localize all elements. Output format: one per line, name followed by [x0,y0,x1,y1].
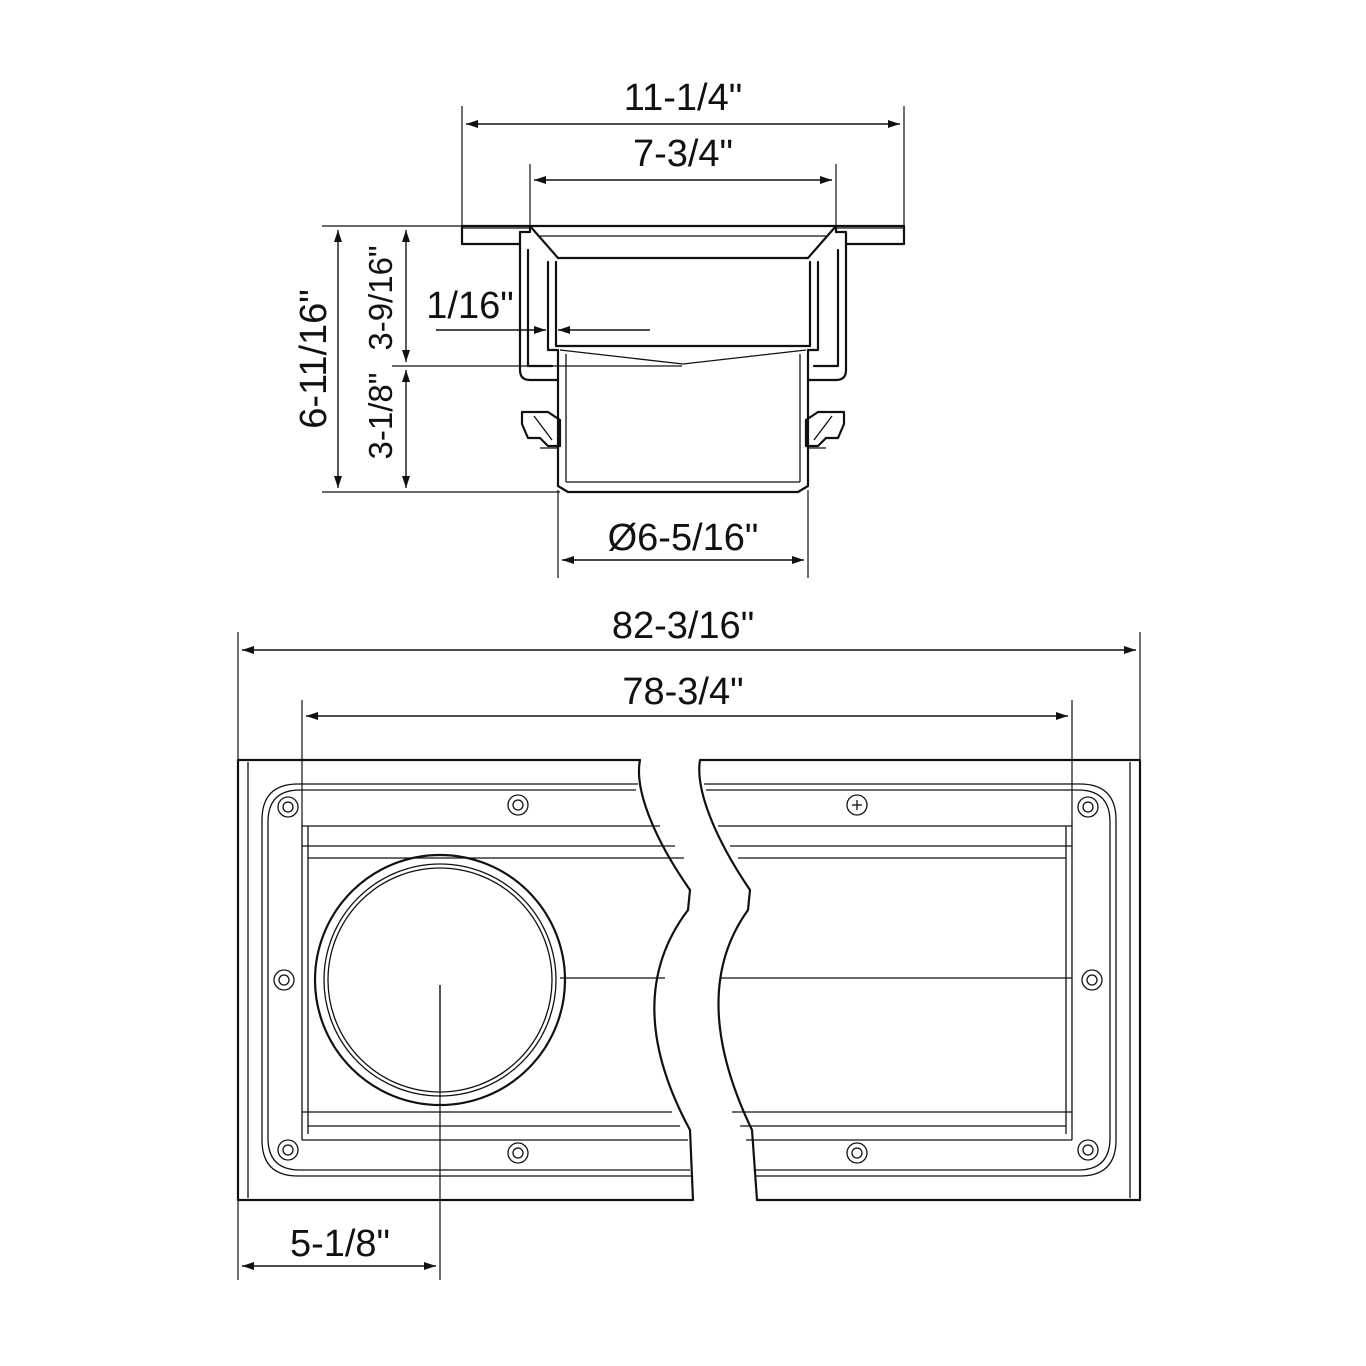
outlet-offset-label: 5-1/8" [290,1223,390,1265]
section-view: 11-1/4" 7-3/4" 6-11/16" 3-9/16" 3-1/8" 1… [293,77,906,578]
flange-width-label: 11-1/4" [624,77,742,119]
outlet-diameter-label: Ø6-5/16" [608,517,759,559]
inner-length-label: 78-3/4" [622,671,743,713]
screw-holes [273,794,1103,1164]
total-height-label: 6-11/16" [293,289,335,429]
lower-height-label: 3-1/8" [362,373,399,460]
wall-thickness-label: 1/16" [426,285,513,327]
plan-view: 82-3/16" 78-3/4" 5-1/8" [236,605,1142,1280]
overall-length-label: 82-3/16" [612,605,754,647]
body-width-label: 7-3/4" [633,133,733,175]
upper-height-label: 3-9/16" [362,245,399,350]
